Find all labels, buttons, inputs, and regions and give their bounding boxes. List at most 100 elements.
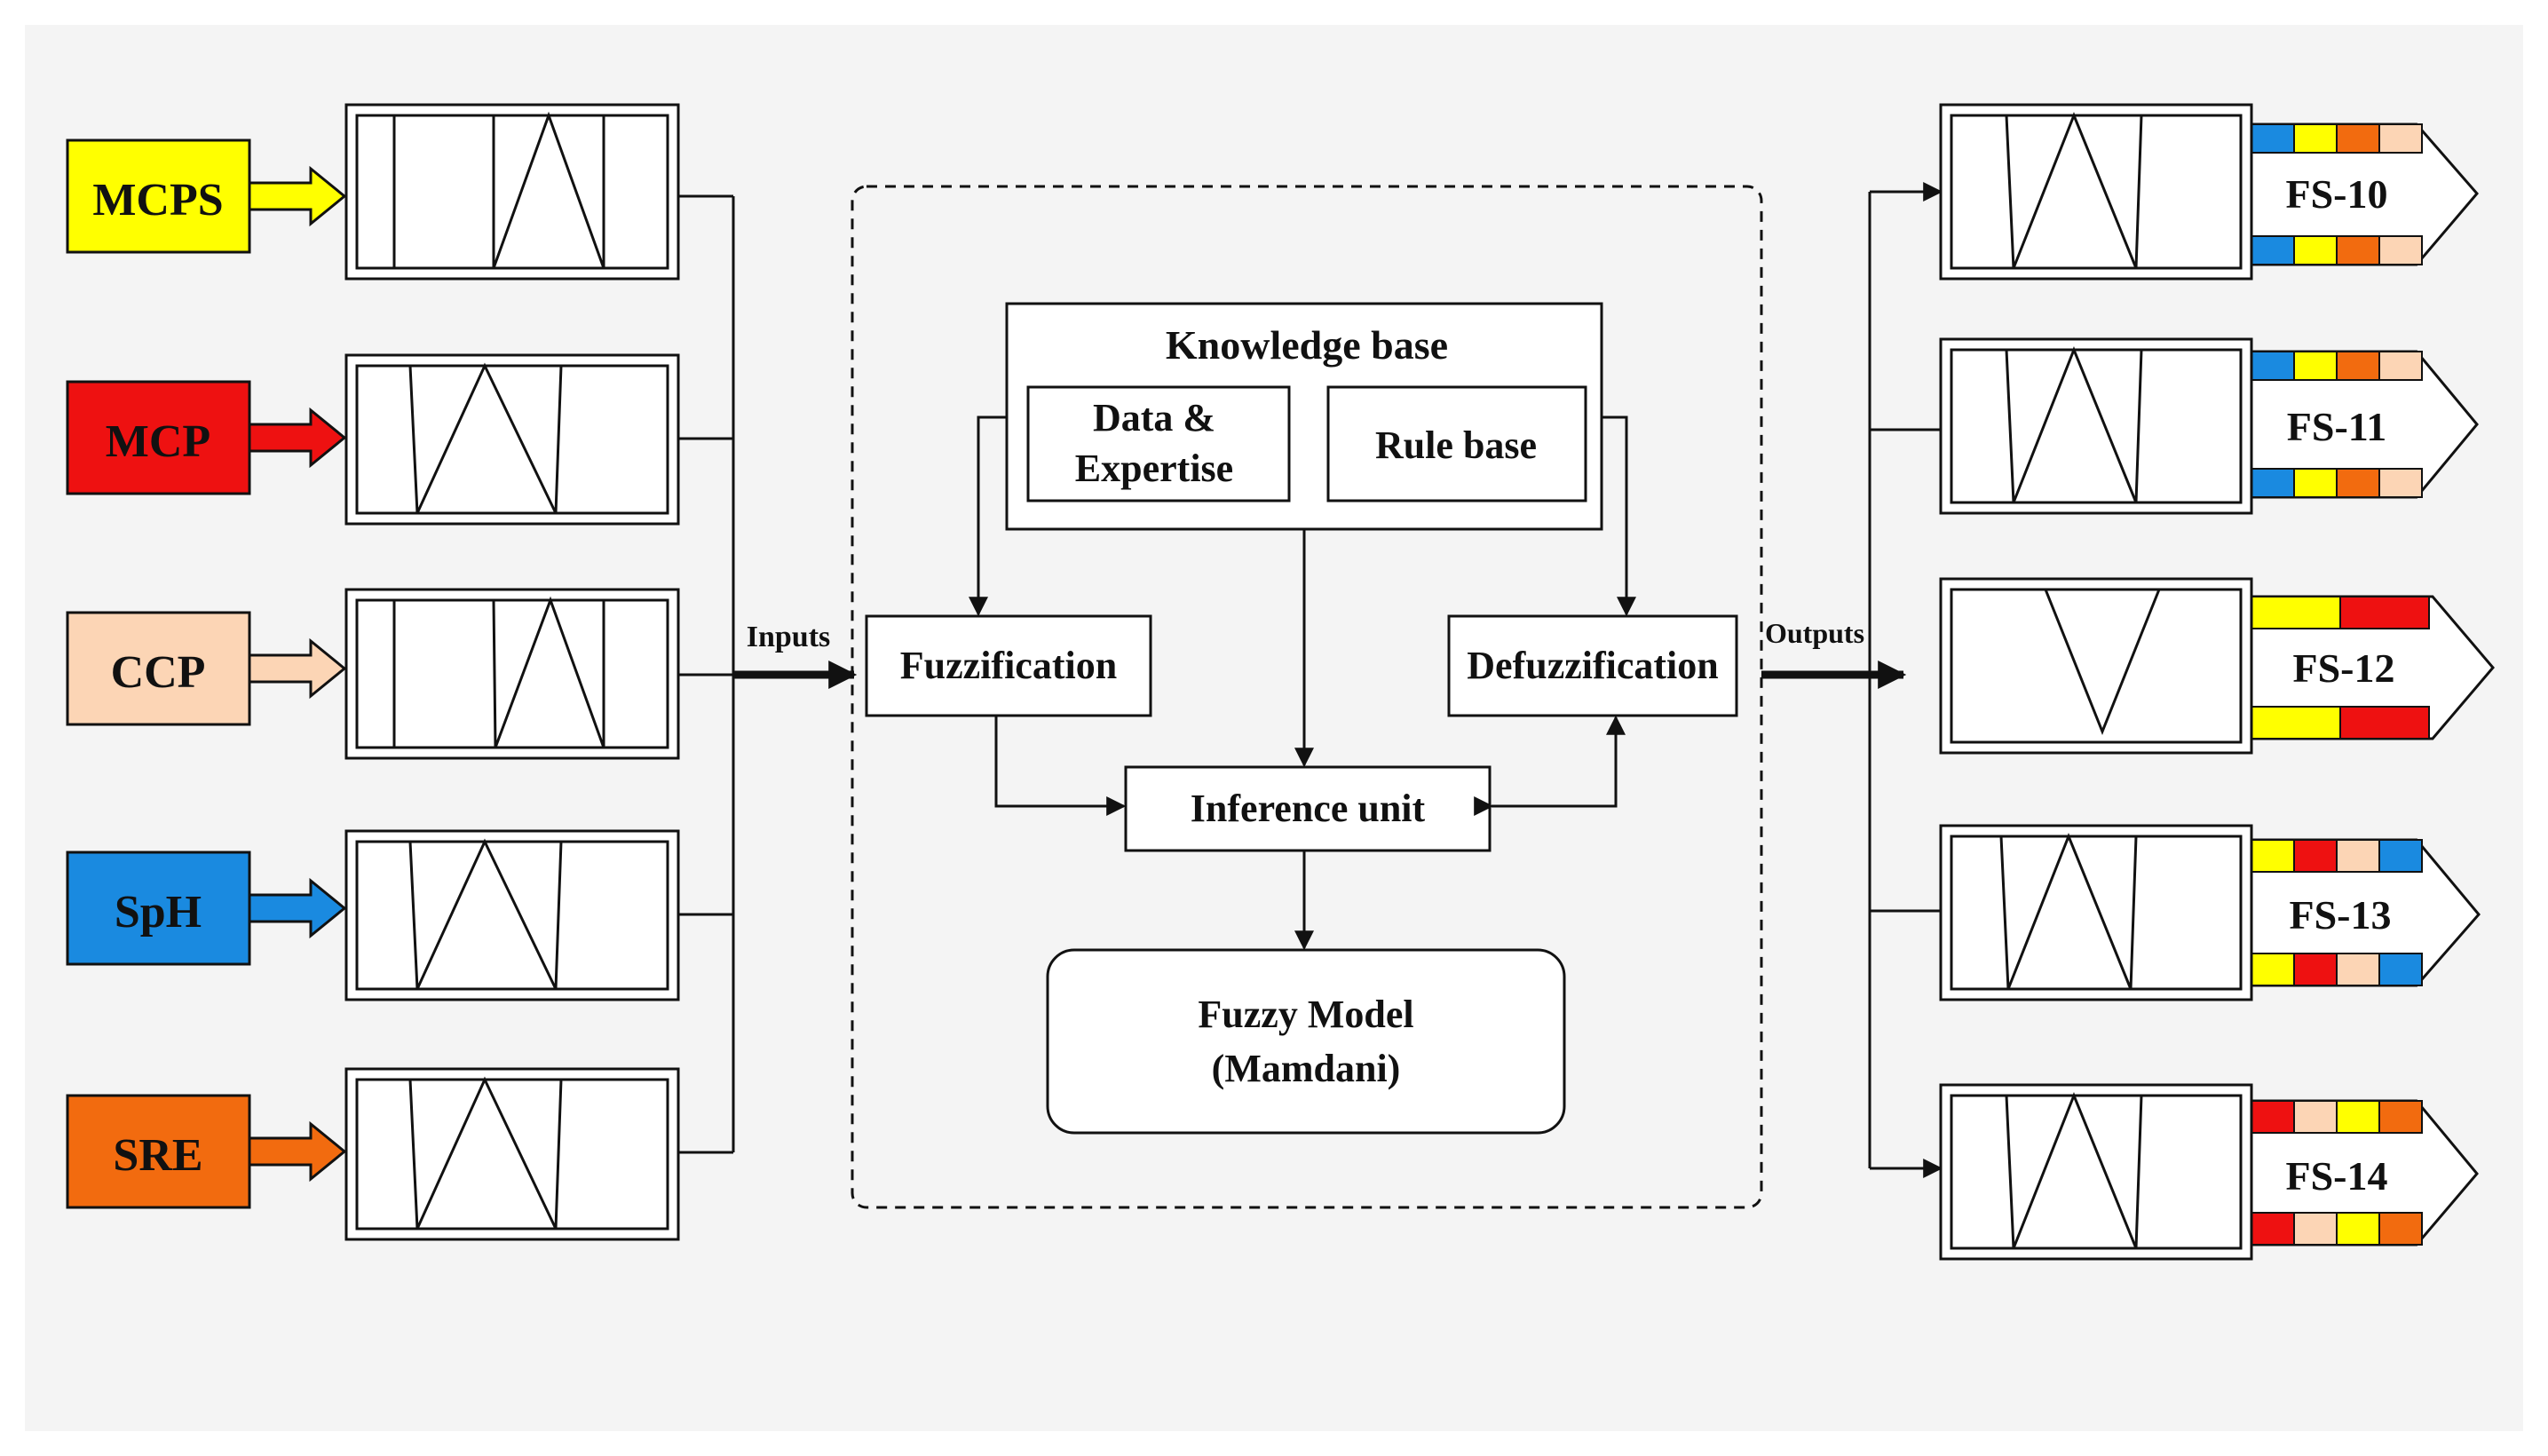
input-label: CCP [111,647,206,698]
output-stripe-top [2251,839,2423,873]
stripe-segment [2339,706,2430,740]
stripe-segment [2336,235,2380,265]
fuzzification-box [865,614,1152,717]
output-FS-10: FS-10 [1939,103,2479,281]
stripe-segment [2293,468,2338,498]
output-label: FS-12 [2293,645,2395,691]
stripe-segment [2251,235,2295,265]
input-label-box [66,138,251,254]
fuzzy-model-label-line1: Fuzzy Model [1198,993,1413,1036]
stripe-segment [2378,123,2423,154]
input-MCP: MCP [66,353,680,526]
outputs-label: Outputs [1765,617,1864,649]
membership-function-inner-frame [355,1078,669,1230]
stripe-segment [2251,468,2295,498]
input-arrow [248,637,347,700]
stripe-segment [2378,1212,2423,1246]
stripe-segment [2293,839,2338,873]
output-FS-11: FS-11 [1939,337,2479,515]
output-stripe-top [2251,351,2423,381]
stripe-segment [2251,1100,2295,1134]
stripe-segment [2378,839,2423,873]
input-CCP: CCP [66,588,680,760]
membership-function-curve [408,1076,563,1230]
stripe-segment [2251,839,2295,873]
membership-function-curve [392,111,605,269]
membership-function-curve [2005,345,2143,503]
membership-function-curve [1951,588,2241,736]
stripe-segment [2293,953,2338,986]
stripe-segment [2251,596,2341,629]
stripe-segment [2293,235,2338,265]
membership-function-curve [392,596,605,748]
rule-base-box [1326,385,1587,502]
output-FS-12: FS-12 [1939,577,2495,755]
arrow-knowledge-to-fuzzification [969,415,1007,617]
output-label: FS-14 [2286,1153,2388,1199]
stripe-segment [2336,953,2380,986]
output-label: FS-13 [2290,892,2392,938]
membership-function-inner-frame [355,840,669,991]
arrow-inference-defuzzification [1474,715,1626,816]
membership-function-inner-frame [1950,835,2243,991]
stripe-segment [2378,1100,2423,1134]
output-label: FS-11 [2287,404,2386,449]
output-stripe-top [2251,596,2430,629]
fuzzification: Fuzzification [865,614,1152,717]
input-SRE: SRE [66,1067,680,1241]
input-label: SRE [113,1130,202,1181]
data-expertise-label-line1: Data & [1093,396,1215,439]
arrow-knowledge-to-defuzzification [1602,415,1636,617]
inputs-label: Inputs [747,621,831,653]
input-label-box [66,380,251,495]
input-arrow [248,165,347,227]
stripe-segment [2336,468,2380,498]
stripe-segment [2336,123,2380,154]
fuzzy-model-box [1046,948,1566,1135]
defuzzification: Defuzzification [1447,614,1738,717]
stripe-segment [2378,468,2423,498]
membership-function-curve [408,838,563,990]
input-label: MCPS [92,175,223,226]
fuzzy-inference-system-boundary [851,185,1763,1209]
output-stripe-top [2251,123,2423,154]
membership-function-inner-frame [355,364,669,515]
output-label: FS-10 [2286,171,2388,217]
stripe-segment [2378,235,2423,265]
input-SpH: SpH [66,829,680,1001]
inference-unit-box [1124,765,1492,852]
stripe-segment [2293,351,2338,381]
membership-function-curve [1999,832,2138,990]
output-FS-14: FS-14 [1939,1083,2479,1261]
stripe-segment [2251,351,2295,381]
input-MCPS: MCPS [66,103,680,281]
stripe-segment [2293,1212,2338,1246]
output-FS-13: FS-13 [1939,824,2481,1001]
stripe-segment [2378,351,2423,381]
membership-function-inner-frame [355,598,669,749]
stripe-segment [2336,839,2380,873]
stripe-segment [2293,1100,2338,1134]
input-label-box [66,611,251,726]
fuzzy-model-label-line2: (Mamdani) [1212,1047,1401,1090]
stripe-segment [2251,1212,2295,1246]
knowledge-base-title: Knowledge base [1166,322,1448,368]
stripe-segment [2336,1212,2380,1246]
output-stripe-bottom [2251,235,2423,265]
input-label-box [66,851,251,966]
data-expertise-box [1026,385,1291,502]
stripe-segment [2336,1100,2380,1134]
output-stripe-top [2251,1100,2423,1134]
membership-function-inner-frame [1950,1094,2243,1250]
arrow-fuzzification-to-inference [994,716,1127,816]
input-arrow [248,877,347,939]
output-stripe-bottom [2251,1212,2423,1246]
input-label: MCP [106,416,210,467]
knowledge-base: Knowledge base Data & Expertise Rule bas… [1005,302,1603,531]
stripe-segment [2293,123,2338,154]
inference-unit: Inference unit [1124,765,1492,852]
input-label: SpH [115,887,202,938]
inference-unit-label: Inference unit [1191,787,1426,830]
membership-function-inner-frame [1950,348,2243,504]
data-expertise-label-line2: Expertise [1075,447,1233,490]
